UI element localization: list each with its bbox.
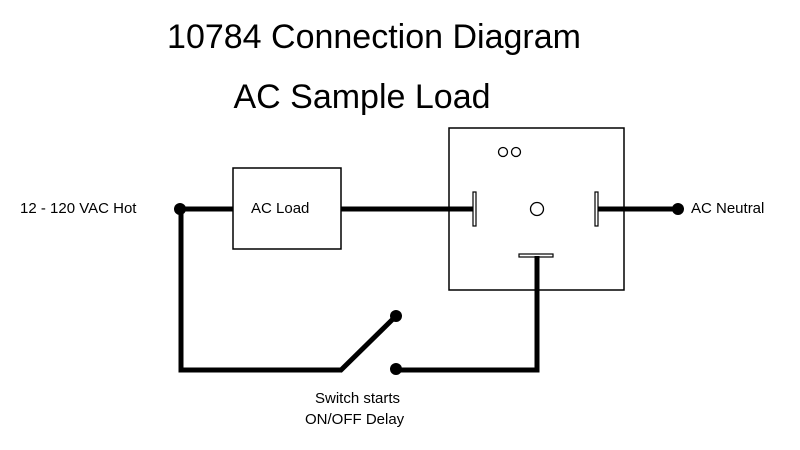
hot-terminal-dot [174,203,186,215]
hot-label: 12 - 120 VAC Hot [20,200,137,217]
diagram-subtitle: AC Sample Load [233,78,491,116]
ac-load-box [232,167,342,250]
terminal-right [594,191,599,227]
neutral-label: AC Neutral [691,200,765,217]
ac-load-label: AC Load [251,200,310,217]
adjust-knob-icon [529,201,545,217]
led-indicator-icon [497,146,509,158]
diagram-title: 10784 Connection Diagram [167,18,581,56]
wire-switch-to-module [397,256,540,373]
terminal-left [472,191,477,227]
switch-contact-dot [390,310,402,322]
wire-hot-to-switch [178,209,342,373]
switch-label-line2: ON/OFF Delay [305,411,405,428]
switch-contact-dot [390,363,402,375]
led-indicator-icon [510,146,522,158]
neutral-terminal-dot [672,203,684,215]
switch-label-line1: Switch starts [315,390,401,407]
switch-lever [338,314,398,373]
